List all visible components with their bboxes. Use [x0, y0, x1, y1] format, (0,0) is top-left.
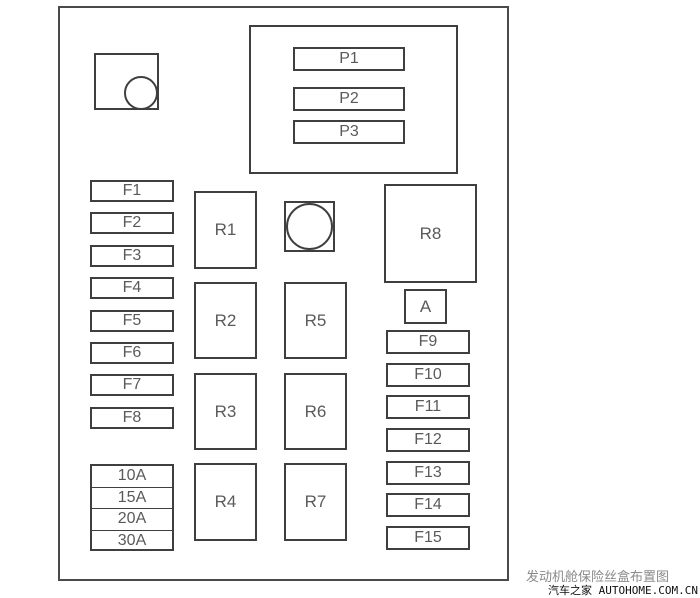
mounting-hole-circle-icon [123, 75, 158, 110]
relay-r2: R2 [194, 282, 257, 359]
relay-r1: R1 [194, 191, 257, 269]
spare-fuse-block: 10A 15A 20A 30A [90, 464, 174, 551]
relay-r3: R3 [194, 373, 257, 450]
spare-fuse-15a: 15A [92, 488, 172, 509]
relay-r6: R6 [284, 373, 347, 450]
relay-r8: R8 [384, 184, 477, 283]
mounting-hole-block [94, 53, 159, 110]
relay-r5: R5 [284, 282, 347, 359]
fuse-f1: F1 [90, 180, 174, 202]
fuse-f11: F11 [386, 395, 470, 419]
fuse-f12: F12 [386, 428, 470, 452]
relay-r7: R7 [284, 463, 347, 541]
fuse-f4: F4 [90, 277, 174, 299]
fuse-f8: F8 [90, 407, 174, 429]
fuse-f9: F9 [386, 330, 470, 354]
watermark: 汽车之家 AUTOHOME.COM.CN [548, 584, 698, 597]
fuse-f2: F2 [90, 212, 174, 234]
power-fuse-p1: P1 [293, 47, 405, 71]
fuse-f3: F3 [90, 245, 174, 267]
circular-terminal-icon [286, 203, 333, 250]
fuse-box-outline [58, 6, 509, 581]
circular-terminal-block [284, 201, 335, 252]
fuse-f5: F5 [90, 310, 174, 332]
fuse-f10: F10 [386, 363, 470, 387]
relay-r4: R4 [194, 463, 257, 541]
fuse-f7: F7 [90, 374, 174, 396]
spare-fuse-10a: 10A [92, 466, 172, 488]
power-fuse-housing [249, 25, 458, 174]
fuse-f13: F13 [386, 461, 470, 485]
fuse-f15: F15 [386, 526, 470, 550]
spare-fuse-30a: 30A [117, 532, 147, 550]
fuse-f14: F14 [386, 493, 470, 517]
power-fuse-p3: P3 [293, 120, 405, 144]
diagram-caption: 发动机舱保险丝盒布置图 [526, 570, 670, 585]
power-fuse-p2: P2 [293, 87, 405, 111]
fuse-f6: F6 [90, 342, 174, 364]
spare-fuse-20a: 20A [92, 509, 172, 531]
terminal-a: A [404, 289, 447, 324]
